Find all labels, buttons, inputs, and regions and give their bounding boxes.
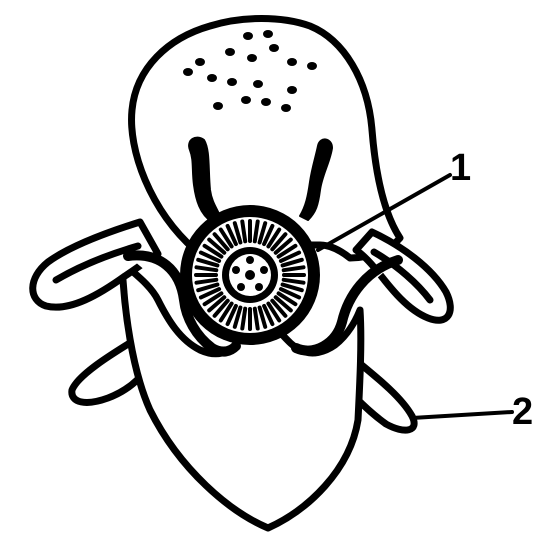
- center-cell: [245, 270, 255, 280]
- apex-dot: [269, 44, 279, 52]
- apex-dot: [243, 32, 253, 40]
- apex-dot: [183, 68, 193, 76]
- apex-dot: [213, 102, 223, 110]
- apex-dot: [281, 104, 291, 112]
- apex-dot: [287, 58, 297, 66]
- apical-bud: [180, 205, 320, 345]
- apex-dot: [287, 86, 297, 94]
- center-cell: [237, 283, 245, 291]
- center-cell: [246, 256, 254, 264]
- apex-dot: [307, 62, 317, 70]
- apex-dot: [247, 54, 257, 62]
- center-cell: [260, 266, 268, 274]
- apex-dot: [261, 98, 271, 106]
- label-1: 1: [450, 147, 471, 189]
- apex-dot: [227, 78, 237, 86]
- apex-dot: [241, 96, 251, 104]
- center-cell: [255, 283, 263, 291]
- apex-dot: [225, 48, 235, 56]
- lower-right-primordium: [356, 362, 414, 430]
- leader-line-2: [412, 412, 512, 418]
- apex-dot: [195, 58, 205, 66]
- apex-dot: [263, 30, 273, 38]
- apex-dot: [253, 80, 263, 88]
- center-cell: [232, 266, 240, 274]
- label-2: 2: [512, 391, 533, 433]
- apex-dot: [207, 74, 217, 82]
